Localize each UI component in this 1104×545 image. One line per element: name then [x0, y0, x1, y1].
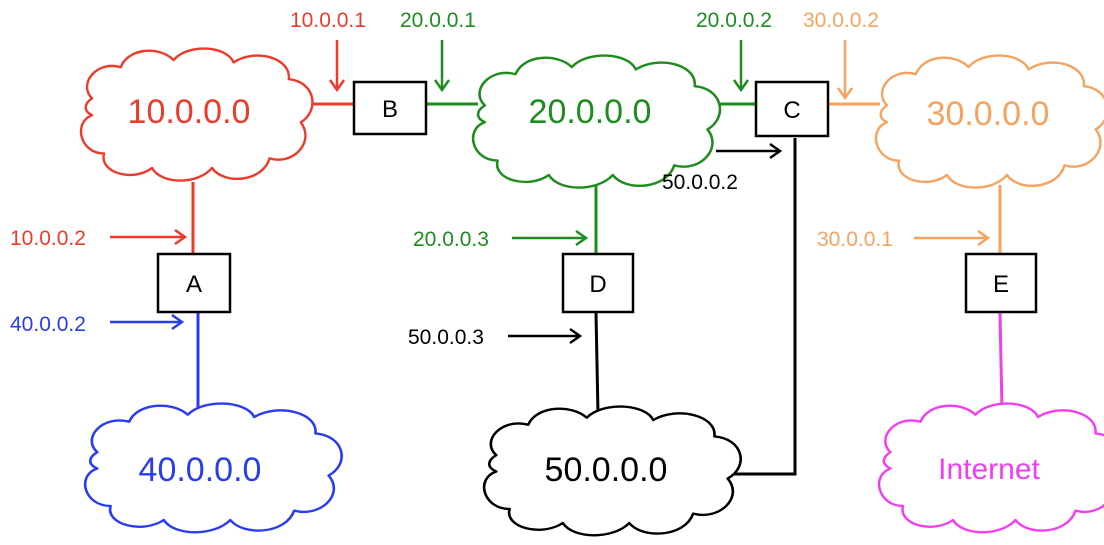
interface-label-e-30: 30.0.0.1: [817, 228, 893, 251]
interface-label-a-40: 40.0.0.2: [10, 313, 86, 336]
links: [191, 102, 1004, 476]
link-e-internet: [998, 312, 1004, 411]
interface-arrow-c-30: [836, 40, 854, 101]
interface-label-c-50: 50.0.0.2: [662, 171, 738, 194]
interface-arrow-c-50: [716, 142, 783, 160]
interface-label-d-20: 20.0.0.3: [413, 228, 489, 251]
interface-arrow-a-40: [110, 313, 185, 331]
router-label-d: D: [589, 271, 606, 298]
interface-label-c-30: 30.0.0.2: [803, 9, 879, 32]
router-label-e: E: [993, 271, 1009, 298]
interface-arrow-d-50: [508, 327, 583, 345]
network-label-40: 40.0.0.0: [139, 451, 262, 489]
network-label-20: 20.0.0.0: [529, 93, 652, 131]
interface-label-c-20: 20.0.0.2: [696, 9, 772, 32]
interface-label-d-50: 50.0.0.3: [408, 326, 484, 349]
router-label-a: A: [186, 271, 202, 298]
interface-label-b-20: 20.0.0.1: [400, 9, 476, 32]
interface-arrow-b-20: [433, 40, 451, 93]
router-e: E: [964, 252, 1038, 314]
router-b: B: [352, 80, 428, 136]
interface-arrow-a-10: [110, 228, 188, 246]
network-label-10: 10.0.0.0: [128, 93, 251, 131]
router-label-c: C: [783, 97, 800, 124]
router-a: A: [156, 252, 232, 314]
router-d: D: [561, 252, 635, 314]
interface-arrow-c-20: [732, 40, 750, 93]
interface-arrow-e-30: [914, 229, 991, 247]
router-c: C: [754, 80, 830, 138]
interface-label-a-10: 10.0.0.2: [10, 227, 86, 250]
network-label-internet: Internet: [938, 453, 1040, 486]
router-label-b: B: [382, 96, 398, 123]
interface-arrow-b-10: [328, 40, 346, 93]
link-d-net50: [594, 312, 600, 415]
network-label-30: 30.0.0.0: [927, 95, 1050, 133]
interface-arrow-d-20: [512, 229, 589, 247]
interface-label-b-10: 10.0.0.1: [290, 9, 366, 32]
link-net50-c: [714, 138, 797, 476]
network-label-50: 50.0.0.0: [545, 451, 668, 489]
